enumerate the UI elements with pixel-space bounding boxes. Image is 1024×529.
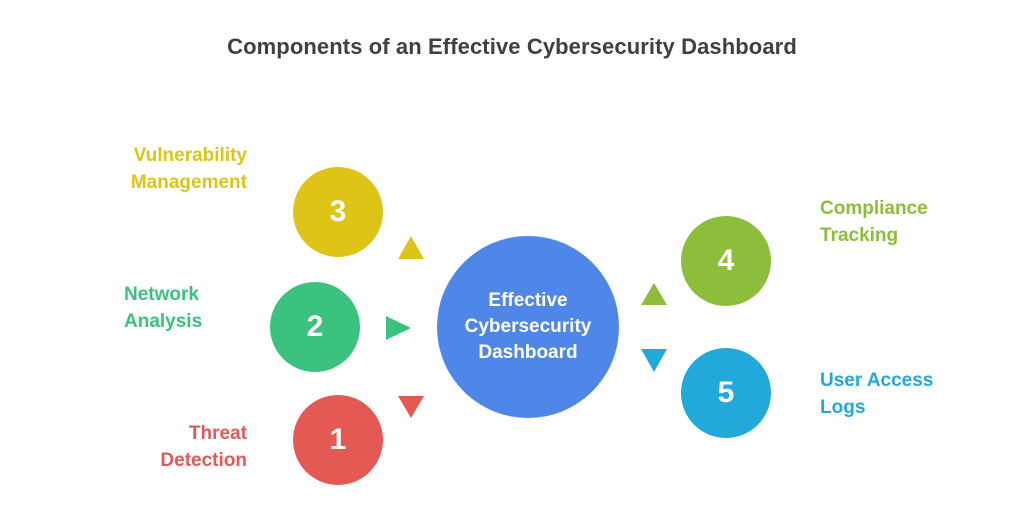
center-node: Effective Cybersecurity Dashboard [437, 236, 619, 418]
component-4-circle: 4 [681, 216, 771, 306]
arrow-3 [398, 236, 424, 259]
component-4-label: Compliance Tracking [820, 198, 928, 246]
component-5-label: User Access Logs [820, 370, 934, 418]
component-5-circle: 5 [681, 348, 771, 438]
arrow-2 [386, 316, 411, 340]
component-1-number: 1 [329, 423, 347, 456]
arrow-1 [398, 396, 424, 418]
center-line-2: Cybersecurity [464, 316, 592, 337]
component-1-label: Threat Detection [160, 423, 247, 471]
component-4-number: 4 [717, 244, 735, 277]
arrow-5 [641, 349, 667, 372]
arrow-4 [641, 283, 667, 305]
component-3-number: 3 [329, 195, 347, 228]
diagram-title: Components of an Effective Cybersecurity… [227, 34, 797, 59]
component-3-label: Vulnerability Management [130, 145, 247, 193]
component-2-circle: 2 [270, 282, 360, 372]
component-1-circle: 1 [293, 395, 383, 485]
component-3-circle: 3 [293, 167, 383, 257]
center-line-1: Effective [488, 290, 568, 311]
center-line-3: Dashboard [478, 342, 578, 363]
component-2-label: Network Analysis [124, 284, 203, 332]
component-2-number: 2 [306, 310, 324, 343]
component-5-number: 5 [717, 376, 735, 409]
